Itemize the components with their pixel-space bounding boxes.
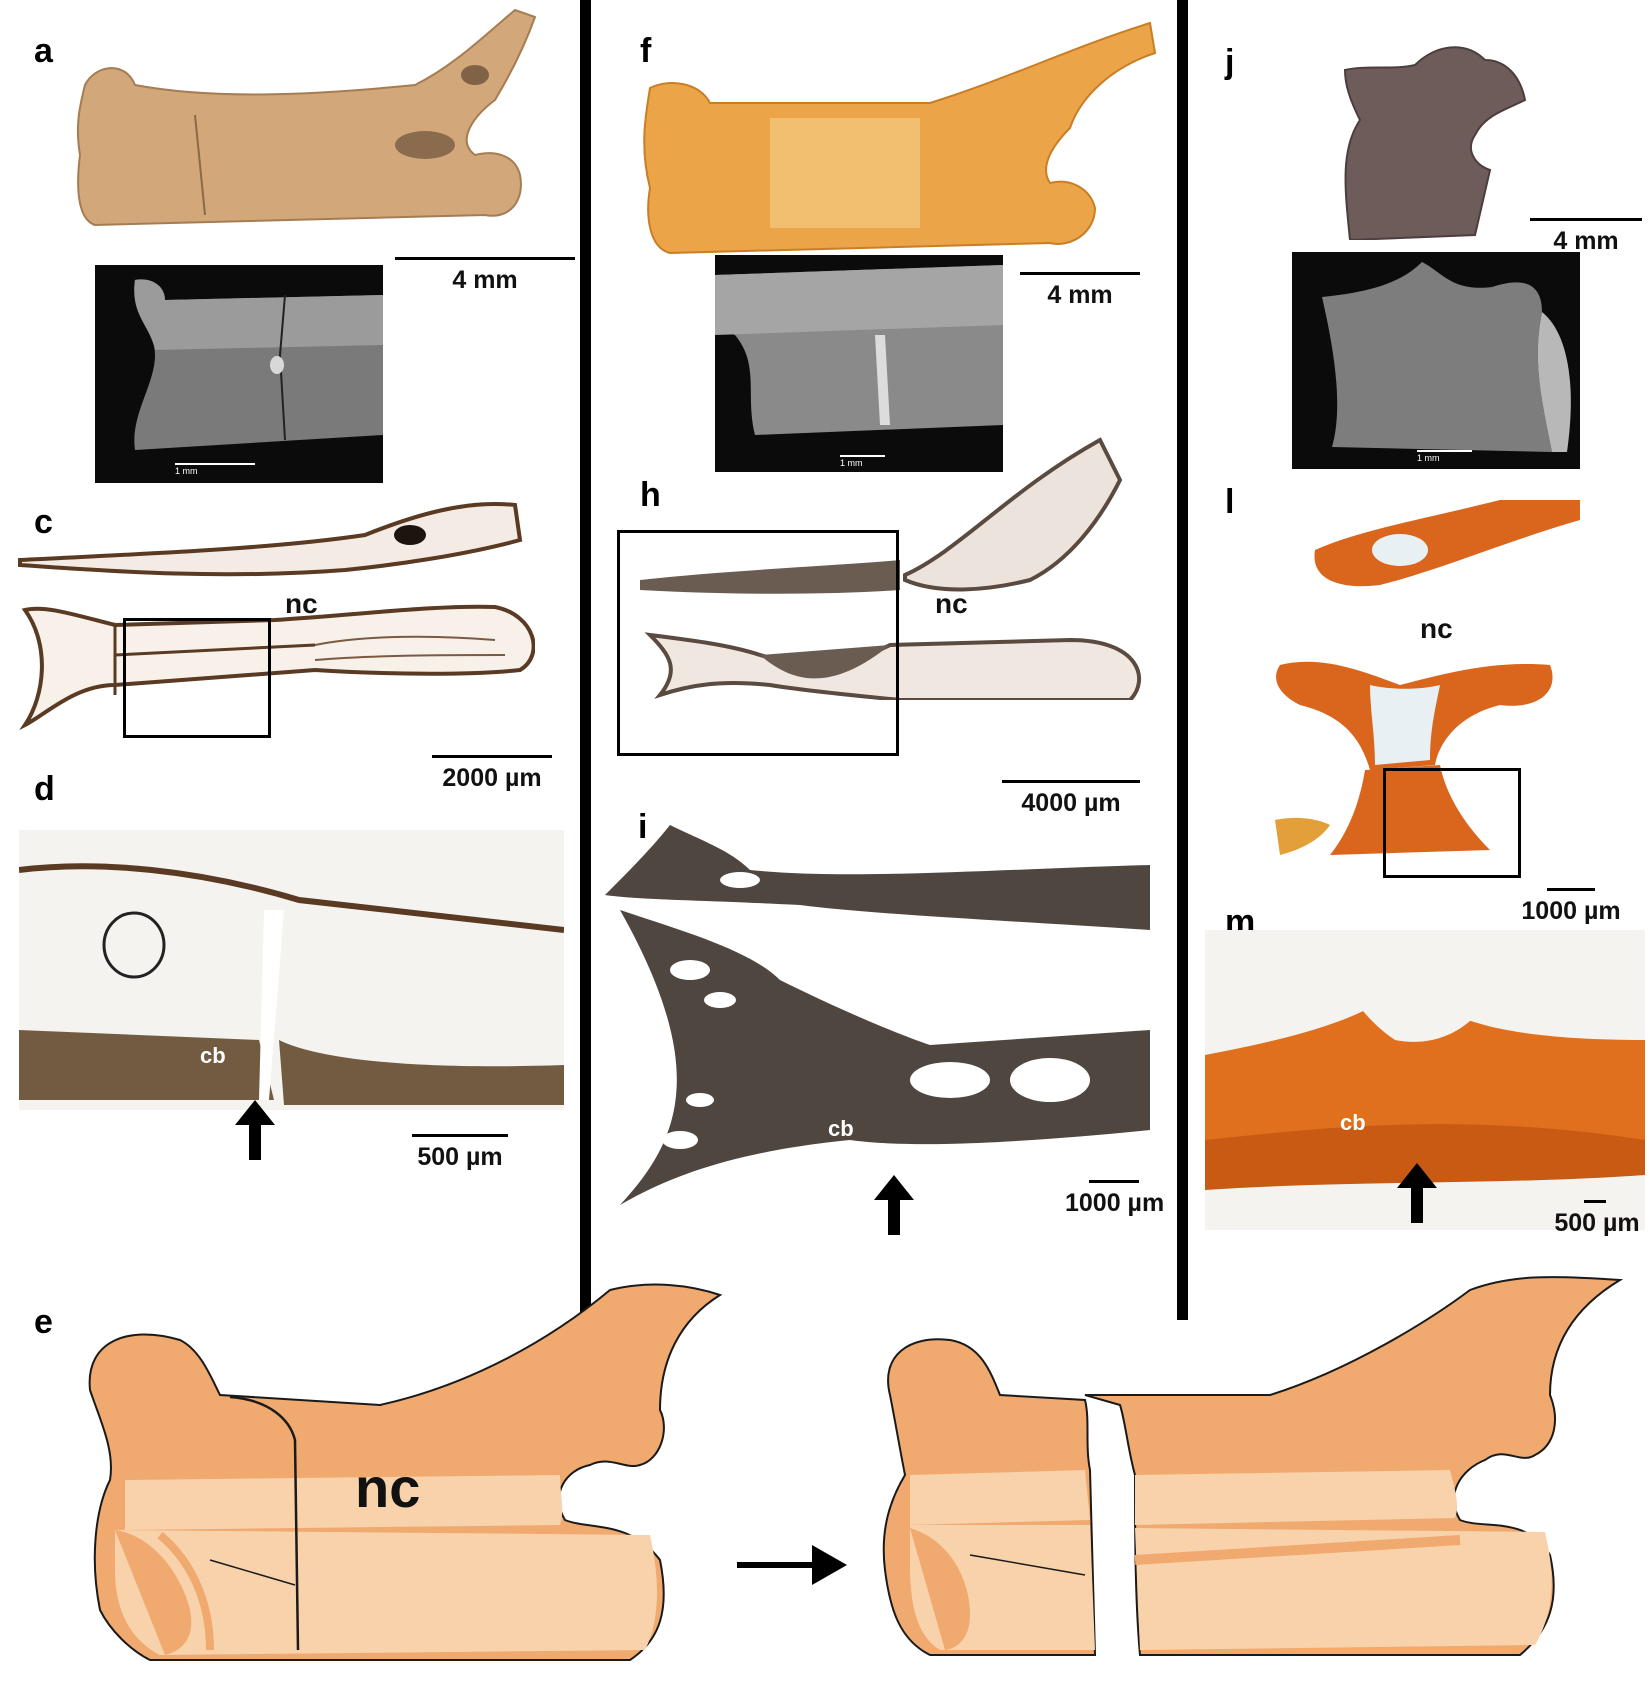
annotation-nc-e: nc	[355, 1456, 421, 1519]
panel-label-j: j	[1225, 43, 1235, 81]
column-divider-left	[580, 0, 591, 1320]
sem-scale-bar-g: 1 mm	[840, 455, 885, 468]
annotation-cb-i: cb	[828, 1116, 854, 1141]
scale-bar-l: 1000 µm	[1515, 888, 1627, 924]
panel-label-i: i	[638, 808, 648, 846]
thin-section-detail-m	[1205, 930, 1645, 1230]
annotation-cb-m: cb	[1340, 1110, 1366, 1135]
inset-box-c	[123, 618, 271, 738]
panel-label-e: e	[34, 1303, 53, 1341]
inset-box-l	[1383, 768, 1521, 878]
arrow-up-icon	[1397, 1163, 1437, 1223]
arrow-up-icon	[235, 1100, 275, 1160]
scale-bar-m: 500 µm	[1552, 1200, 1642, 1236]
panel-label-f: f	[640, 32, 652, 70]
photo-modern-vertebra-f	[643, 21, 1157, 255]
panel-label-a: a	[34, 32, 53, 70]
thin-section-l	[1275, 500, 1580, 855]
panel-label-c: c	[34, 503, 53, 541]
photo-fossil-vertebra-a	[76, 8, 537, 227]
thin-section-detail-d	[19, 830, 564, 1110]
scale-bar-h: 4000 µm	[1002, 780, 1140, 816]
sem-scale-bar-k: 1 mm	[1417, 450, 1472, 463]
panel-label-d: d	[34, 770, 55, 808]
column-divider-right	[1177, 0, 1188, 1320]
arrow-right-icon	[737, 1545, 847, 1585]
diagram-vertebra-fused	[88, 1283, 723, 1661]
thin-section-c	[18, 502, 535, 731]
sem-scale-bar-b: 1 mm	[175, 463, 255, 476]
sem-image-b: 1 mm	[95, 265, 383, 483]
diagram-vertebra-separated	[882, 1276, 1624, 1656]
annotation-nc-c: nc	[285, 588, 318, 619]
scale-bar-d: 500 µm	[412, 1134, 508, 1170]
scale-bar-f: 4 mm	[1020, 272, 1140, 308]
scale-bar-c: 2000 µm	[432, 755, 552, 791]
photo-fossil-vertebra-j	[1343, 46, 1527, 240]
inset-box-h	[617, 530, 899, 756]
sem-image-k: 1 mm	[1292, 252, 1580, 469]
thin-section-detail-i	[605, 825, 1150, 1205]
panel-label-h: h	[640, 476, 661, 514]
annotation-nc-h: nc	[935, 588, 968, 619]
scale-bar-i: 1000 µm	[1065, 1180, 1164, 1216]
annotation-cb-d: cb	[200, 1043, 226, 1068]
scale-bar-a: 4 mm	[395, 257, 575, 293]
arrow-up-icon	[874, 1175, 914, 1235]
thin-section-h	[640, 437, 1141, 700]
annotation-nc-l: nc	[1420, 613, 1453, 644]
scale-bar-j: 4 mm	[1530, 218, 1642, 254]
sem-image-g: 1 mm	[715, 255, 1003, 472]
panel-label-l: l	[1225, 483, 1235, 521]
